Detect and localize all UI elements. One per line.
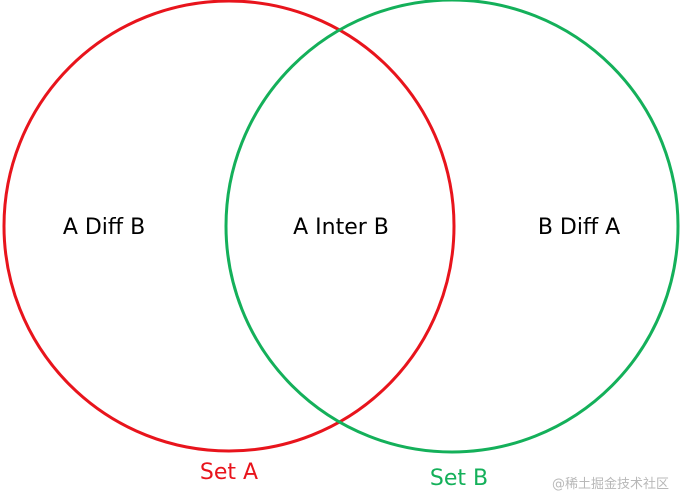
region-label-a-diff-b: A Diff B	[63, 215, 145, 240]
set-b-label: Set B	[430, 466, 488, 491]
watermark-text: @稀土掘金技术社区	[552, 476, 669, 492]
set-a-label: Set A	[200, 460, 258, 485]
region-label-a-inter-b: A Inter B	[293, 215, 389, 240]
set-b-circle	[224, 0, 680, 454]
set-a-circle	[2, 0, 456, 453]
region-label-b-diff-a: B Diff A	[538, 215, 620, 240]
